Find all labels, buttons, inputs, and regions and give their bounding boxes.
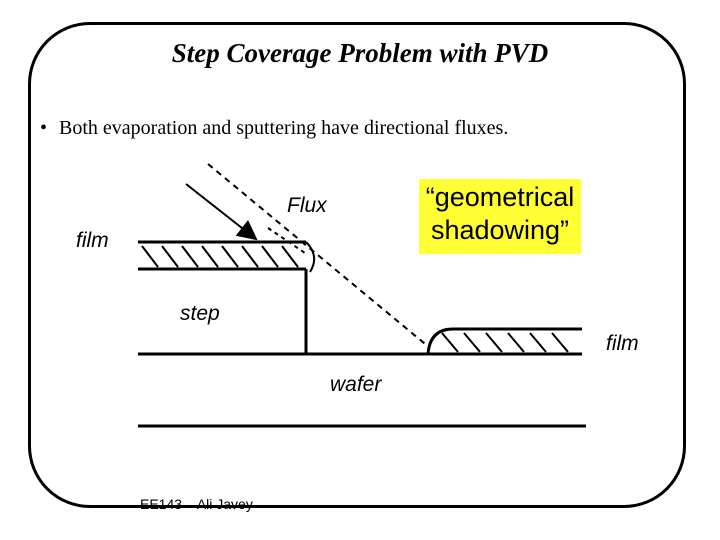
film-label-right: film <box>606 332 639 355</box>
lower-film <box>426 327 582 355</box>
footer-credit: EE143 – Ali Javey <box>140 496 253 512</box>
step-label: step <box>180 302 220 325</box>
wafer-label: wafer <box>330 373 382 396</box>
bullet-text: Both evaporation and sputtering have dir… <box>59 117 509 139</box>
upper-film <box>138 240 316 273</box>
flux-label: Flux <box>287 194 327 217</box>
geometrical-shadowing-callout: “geometrical shadowing” <box>419 179 581 254</box>
bullet-point: • Both evaporation and sputtering have di… <box>40 117 508 140</box>
film-label-left: film <box>76 229 109 252</box>
callout-line-1: “geometrical <box>425 182 575 212</box>
shadow-line <box>207 163 431 349</box>
callout-line-2: shadowing” <box>430 215 570 245</box>
slide-frame <box>28 22 686 508</box>
bullet-marker: • <box>40 117 48 139</box>
slide-title: Step Coverage Problem with PVD <box>171 38 549 68</box>
flux-arrow-1 <box>185 183 258 241</box>
